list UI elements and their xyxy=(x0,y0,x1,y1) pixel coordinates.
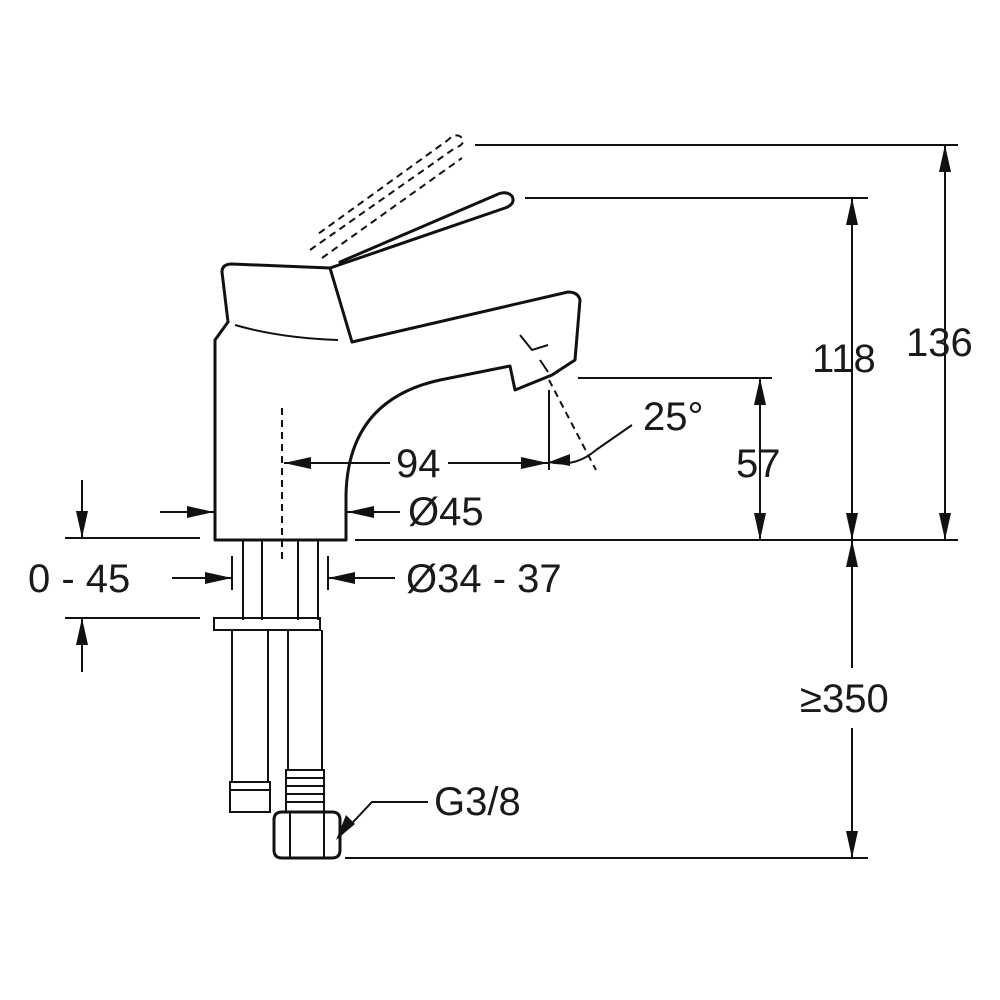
faucet-outline xyxy=(213,191,582,542)
label-projection: 94 xyxy=(396,442,441,486)
extension-lines xyxy=(65,144,958,859)
label-total-height: 136 xyxy=(906,321,973,365)
label-spray-angle: 25° xyxy=(643,395,704,439)
dimension-34-37-diameter xyxy=(172,572,395,584)
dimension-118 xyxy=(846,198,858,540)
label-lever-height: 118 xyxy=(812,337,876,381)
label-base-diameter: Ø45 xyxy=(408,490,484,534)
label-connection: G3/8 xyxy=(434,780,521,824)
dimension-136 xyxy=(939,145,951,540)
connection-leader xyxy=(336,801,428,840)
dimension-0-45 xyxy=(76,480,88,672)
dimension-94 xyxy=(284,457,548,469)
mounting-hardware xyxy=(213,540,342,860)
lever-raised-position xyxy=(309,134,465,259)
label-spout-height: 57 xyxy=(736,442,781,486)
dimension-25-angle xyxy=(548,424,633,466)
label-hole-diameter: Ø34 - 37 xyxy=(406,557,562,601)
dimension-45-diameter xyxy=(160,506,400,518)
label-deck-thickness: 0 - 45 xyxy=(28,557,130,601)
label-hose-length: ≥350 xyxy=(800,677,889,721)
dimension-57 xyxy=(754,378,766,540)
dimension-350 xyxy=(846,540,858,858)
